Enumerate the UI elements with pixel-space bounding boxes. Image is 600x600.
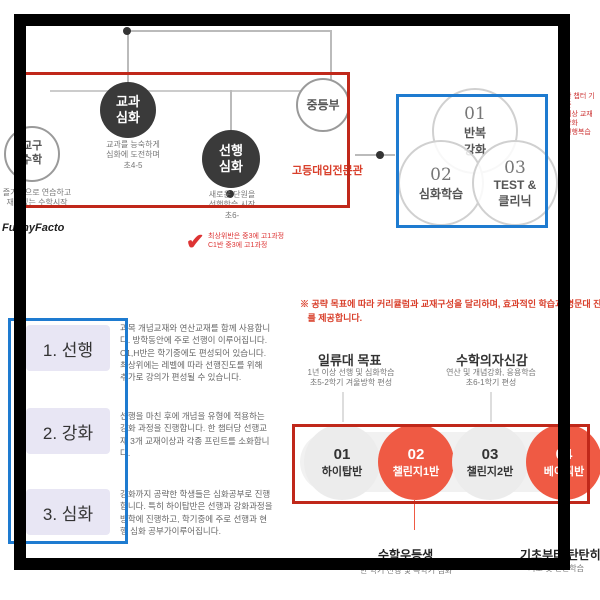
node-dot	[123, 27, 131, 35]
target-desc-2: 연산 및 개념강화, 응용학습 초6-1학기 편성	[446, 368, 536, 388]
class-challenge2[interactable]: 03 챌린지2반	[452, 424, 528, 500]
red-highlight-box	[292, 424, 590, 504]
tab-simhwa[interactable]: 3. 심화	[26, 489, 110, 535]
red-highlight-box	[14, 72, 350, 208]
check-icon: ✔	[186, 229, 205, 254]
venn-num: 02	[430, 164, 452, 185]
node-dot	[226, 190, 234, 198]
curriculum-notice: ※ 공략 목표에 따라 커리큘럼과 교재구성을 달리하며, 효과적인 학습과 명…	[300, 299, 600, 323]
target-desc-4: 기초 및 연산학습	[528, 564, 584, 573]
venn-num: 01	[464, 104, 486, 124]
target-title-4: 기초부터 탄탄히	[520, 548, 600, 562]
connector-line	[342, 392, 344, 422]
venn-circle-3: 03 TEST & 클리닉	[472, 140, 558, 226]
connector-line	[230, 90, 232, 130]
brand-logo: FunnyFacto	[2, 222, 65, 234]
target-title-1: 일류대 목표	[318, 353, 382, 368]
connector-line	[490, 392, 492, 422]
venn-label: TEST & 클리닉	[493, 177, 537, 208]
gyogwa-simhwa-circle: 교과 심화	[100, 82, 156, 138]
seonhaeng-paragraph: 과목 개념교재와 연산교재를 함께 사용합니 다. 방학동안에 주로 선행이 이…	[120, 323, 271, 383]
class-challenge1[interactable]: 02 챌린지1반	[378, 424, 454, 500]
target-desc-1: 1년 이상 선행 및 심화학습 초5-2학기 겨울방학 편성	[307, 368, 395, 388]
class-num: 02	[407, 445, 425, 463]
connector-line	[127, 30, 129, 90]
connector-line	[562, 500, 563, 530]
venn-label: 심화학습	[418, 186, 464, 201]
seonhaeng-simhwa-circle: 선행 심화	[202, 130, 260, 188]
gyogu-suhak-circle: 교구 수학	[4, 126, 60, 182]
connector-line	[414, 500, 415, 530]
blue-highlight-box	[396, 94, 548, 228]
venn-num: 03	[504, 157, 526, 178]
right-edge-text: 한 챕터 기준 이상 교재 강화 선행복습	[565, 93, 595, 137]
connector-line	[330, 30, 332, 85]
connector-line	[355, 154, 395, 156]
target-desc-3: 한 학기 선행 및 복학기 심화	[360, 566, 453, 575]
class-name: 챌린지2반	[466, 465, 514, 478]
venn-circle-2: 02 심화학습	[398, 140, 484, 226]
target-title-3: 수학우등생	[378, 548, 434, 562]
node-dot	[376, 151, 384, 159]
jungdeungbu-circle: 중등부	[296, 78, 350, 132]
check-note: 최상위반은 중3에 고1과정 C1반 중3에 고1과정	[208, 233, 285, 250]
class-hightop[interactable]: 01 하이탑반	[304, 424, 380, 500]
class-name: 하이탑반	[321, 465, 363, 478]
simhwa-paragraph: 강화까지 공략한 학생들은 심화공부로 진행 합니다. 특히 하이탑반은 선행과…	[120, 489, 273, 536]
class-num: 03	[481, 445, 499, 463]
ganghwa-paragraph: 선행을 마친 후에 개념을 유형에 적용하는 강화 과정을 진행합니다. 한 챕…	[120, 411, 270, 458]
connector-line	[50, 90, 335, 92]
tab-ganghwa[interactable]: 2. 강화	[26, 408, 110, 454]
goal-label: 고등대입전문관	[292, 165, 363, 177]
gyogwa-desc: 교과를 능숙하게 심화에 도전하며 초4-5	[106, 140, 160, 170]
tab-seonhaeng[interactable]: 1. 선행	[26, 325, 110, 371]
class-name: 챌린지1반	[392, 465, 440, 478]
target-title-2: 수학의자신감	[456, 353, 528, 368]
class-num: 01	[333, 445, 351, 463]
blue-highlight-box	[8, 318, 128, 544]
connector-line	[127, 30, 332, 32]
seonhaeng-desc: 새로운 단원을 선행학습 시작 초6-	[208, 190, 256, 220]
